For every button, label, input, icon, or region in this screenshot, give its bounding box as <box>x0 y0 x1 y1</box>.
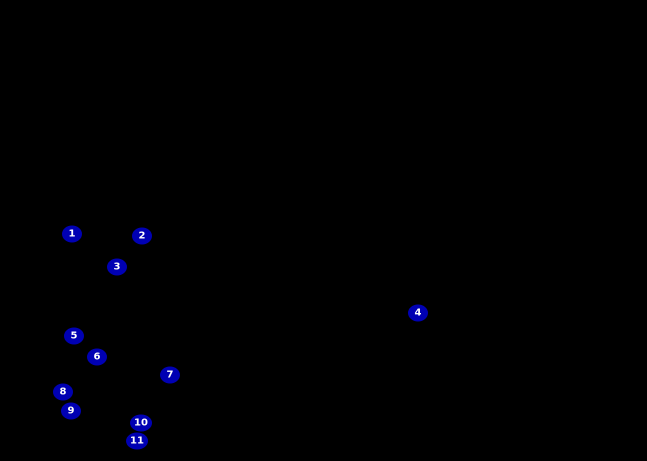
mark-badge-4[interactable]: 4 <box>408 304 428 322</box>
mark-badge-7[interactable]: 7 <box>160 366 180 384</box>
mark-badge-2[interactable]: 2 <box>132 227 152 245</box>
mark-badge-1[interactable]: 1 <box>62 225 82 243</box>
mark-badge-5[interactable]: 5 <box>64 327 84 345</box>
mark-badge-10[interactable]: 10 <box>130 414 152 432</box>
mark-badge-6[interactable]: 6 <box>87 348 107 366</box>
mark-badge-3[interactable]: 3 <box>107 258 127 276</box>
mark-badge-8[interactable]: 8 <box>53 383 73 401</box>
mark-badge-11[interactable]: 11 <box>126 432 148 450</box>
mark-badge-9[interactable]: 9 <box>61 402 81 420</box>
